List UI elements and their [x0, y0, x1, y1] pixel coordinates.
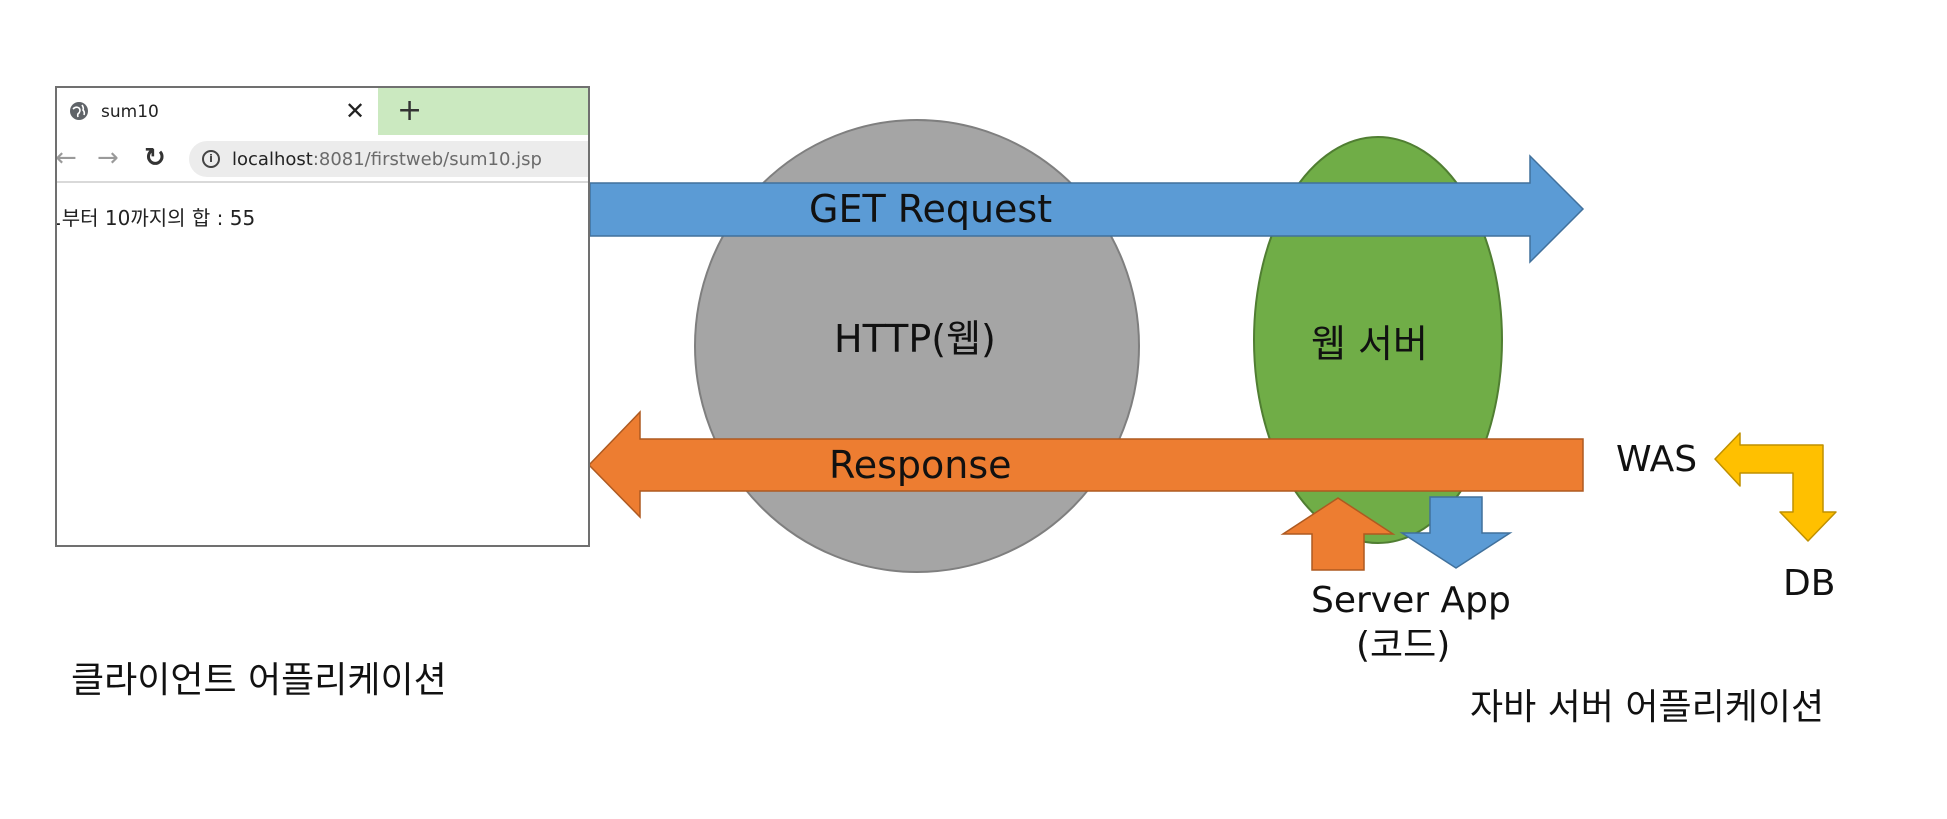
response-arrow — [587, 410, 1584, 519]
browser-window: sum10 ✕ + ← → ↻ i localhost:8081/firstwe… — [55, 86, 590, 547]
tab-title: sum10 — [101, 102, 159, 122]
get-request-label: GET Request — [809, 187, 1053, 231]
was-label: WAS — [1616, 439, 1698, 480]
web-server-label: 웹 서버 — [1311, 322, 1428, 366]
url-text: localhost:8081/firstweb/sum10.jsp — [232, 149, 542, 170]
forward-icon[interactable]: → — [97, 143, 119, 173]
back-icon[interactable]: ← — [55, 143, 77, 173]
info-icon[interactable]: i — [202, 150, 220, 168]
reload-icon[interactable]: ↻ — [144, 143, 166, 173]
server-app-down-arrow — [1399, 496, 1513, 569]
client-app-label: 클라이언트 어플리케이션 — [71, 660, 447, 701]
http-label: HTTP(웹) — [834, 317, 996, 361]
close-icon[interactable]: ✕ — [345, 97, 366, 125]
page-content-text: 1부터 10까지의 합 : 55 — [55, 206, 256, 230]
browser-toolbar: ← → ↻ i localhost:8081/firstweb/sum10.js… — [57, 135, 588, 183]
globe-icon — [70, 102, 88, 120]
new-tab-button[interactable]: + — [397, 93, 423, 128]
server-app-label: Server App — [1311, 580, 1511, 621]
db-label: DB — [1783, 563, 1836, 604]
server-app-code-label: (코드) — [1356, 625, 1451, 666]
browser-tab[interactable]: sum10 ✕ — [57, 88, 378, 135]
url-host: localhost — [232, 149, 313, 170]
server-app-up-arrow — [1280, 497, 1396, 571]
tab-strip: sum10 ✕ + — [57, 88, 588, 135]
java-server-app-label: 자바 서버 어플리케이션 — [1470, 687, 1825, 728]
address-bar[interactable]: i localhost:8081/firstweb/sum10.jsp — [189, 141, 588, 177]
response-label: Response — [829, 443, 1012, 487]
get-request-arrow — [589, 154, 1585, 264]
url-path: :8081/firstweb/sum10.jsp — [312, 149, 542, 170]
